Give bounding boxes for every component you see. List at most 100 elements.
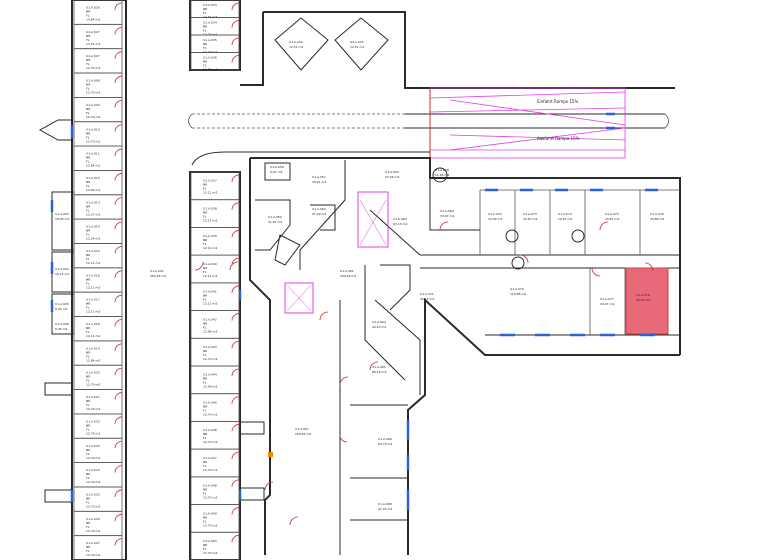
right-room-label: NR	[203, 377, 207, 381]
right-room-label: FL	[203, 298, 207, 302]
left-room-label: U1.A.020	[86, 371, 100, 375]
left-room-label: FL	[86, 354, 90, 358]
left-room-door	[114, 221, 123, 230]
small-room-3-id: U1.A.005	[55, 302, 69, 306]
left-room-label: U1.A.010	[86, 127, 100, 131]
right-room-label: 12,70 m2	[203, 357, 217, 361]
left-room-label: U1.A.011	[86, 152, 100, 156]
left-room-label: NR	[86, 521, 90, 525]
small-room-2-area: 16,21 m2	[55, 272, 69, 276]
diamond-2-id: U1.A.031	[350, 40, 364, 44]
corridor-id: U1.A.001	[150, 269, 164, 273]
left-room-door	[114, 246, 123, 254]
door-8	[264, 481, 274, 491]
right-room-door	[231, 285, 240, 293]
right-room-label: 12,70 m2	[203, 551, 217, 555]
label-077-id: U1.A.077	[600, 297, 614, 301]
left-room-label: U1.A.026	[86, 6, 100, 10]
right-upper-room-label: U1.A.034	[203, 21, 217, 25]
left-room-label: U1.A.014	[86, 225, 100, 229]
left-room-label: U1.A.012	[86, 176, 100, 180]
diamond-2-area: 12,51 m2	[350, 45, 364, 49]
label-065-area: 86,16 m2	[372, 370, 386, 374]
left-room-label: U1.A.024	[86, 468, 100, 472]
right-room[interactable]	[190, 310, 240, 339]
right-room-label: 12,11 m2	[203, 246, 217, 250]
left-room-label: NR	[86, 375, 90, 379]
right-room[interactable]	[190, 199, 240, 228]
label-063-id: U1.A.063	[393, 217, 407, 221]
stair-core-1-x	[359, 199, 387, 246]
diamond-room-2	[334, 17, 389, 71]
right-room-label: FL	[203, 547, 207, 551]
left-room-label: U1.A.009	[86, 103, 100, 107]
right-room[interactable]	[190, 504, 240, 533]
label-069-id: U1.A.069	[440, 209, 454, 213]
right-room[interactable]	[190, 282, 240, 311]
left-room-label: 12,11 m2	[86, 285, 100, 289]
right-room[interactable]	[190, 393, 240, 422]
right-room-label: 12,84 m2	[203, 329, 217, 333]
left-room-label: NR	[86, 131, 90, 135]
left-room-label: U1.A.026	[86, 517, 100, 521]
right-room[interactable]	[190, 421, 240, 450]
label-067-id: U1.A.067	[295, 427, 309, 431]
right-room-label: NR	[203, 515, 207, 519]
right-room-label: NR	[203, 238, 207, 242]
right-room[interactable]	[190, 337, 240, 367]
right-room[interactable]	[190, 476, 240, 505]
stair-core-1	[357, 191, 389, 248]
left-room-label: 12,84 m2	[86, 164, 100, 168]
left-room-label: NR	[86, 302, 90, 306]
left-room-door	[114, 197, 123, 205]
core-inner-9	[310, 204, 336, 231]
small-room-3-area: 8,45 m2	[55, 307, 68, 311]
left-annex-1	[51, 191, 75, 251]
left-room-label: FL	[86, 525, 90, 529]
right-room-label: U1.A.046	[203, 428, 217, 432]
highlighted-room[interactable]	[625, 267, 669, 335]
left-room-label: NR	[86, 229, 90, 233]
left-room-label: 13,09 m2	[86, 188, 100, 192]
right-room-label: U1.A.050	[203, 539, 217, 543]
left-room-label: 14,64 m2	[86, 18, 100, 22]
left-room-label: FL	[86, 281, 90, 285]
right-room-label: FL	[203, 187, 207, 191]
right-upper-room-label: 12,70 m2	[203, 68, 217, 72]
door-4	[339, 376, 349, 386]
left-room-label: NR	[86, 496, 90, 500]
right-room-door	[231, 451, 240, 460]
label-078-area: 36,40 m2	[636, 298, 650, 302]
left-room-label: U1.A.007	[86, 54, 100, 58]
diamond-rooms: U1.A.030 12,51 m2 U1.A.031 12,51 m2	[240, 11, 406, 86]
label-061-area: 190,48 m2	[340, 274, 356, 278]
left-room-door	[114, 538, 123, 546]
left-column-outline	[71, 0, 127, 560]
corridor-area: 283,65 m2	[150, 274, 166, 278]
core-inner-10	[380, 264, 411, 311]
right-room[interactable]	[190, 227, 240, 256]
right-room[interactable]	[190, 531, 240, 560]
core-inner-4	[364, 265, 406, 381]
right-upper-room[interactable]	[190, 52, 240, 71]
right-room-label: 12,11 m2	[203, 191, 217, 195]
right-room[interactable]	[190, 365, 240, 395]
left-room-label: 12,11 m2	[86, 261, 100, 265]
label-077-area: 20,47 m2	[600, 302, 614, 306]
right-room[interactable]	[190, 171, 240, 201]
right-room-door	[231, 340, 240, 349]
left-room-label: FL	[86, 184, 90, 188]
right-room-label: FL	[203, 464, 207, 468]
left-room-label: NR	[86, 423, 90, 427]
door-9	[439, 221, 449, 231]
right-room-door	[231, 230, 240, 238]
left-room-label: 12,70 m2	[86, 504, 100, 508]
label-067-area: 150,85 m2	[295, 432, 311, 436]
right-room[interactable]	[190, 448, 240, 478]
left-room-door	[114, 440, 123, 449]
left-room-label: FL	[86, 14, 90, 18]
right-room-label: NR	[203, 210, 207, 214]
left-room-label: U1.A.021	[86, 395, 100, 399]
door-11	[644, 262, 654, 272]
